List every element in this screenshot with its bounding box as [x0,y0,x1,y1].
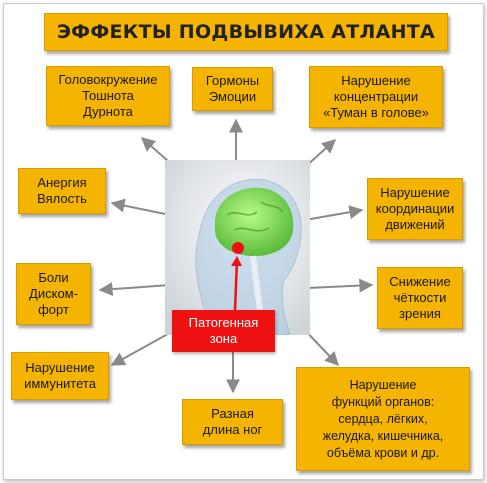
diagram-title: ЭФФЕКТЫ ПОДВЫВИХА АТЛАНТА [44,13,448,51]
node-immunity: Нарушение иммунитета [11,352,109,400]
arrow-to-pain [98,282,171,297]
node-hormones: Гормоны Эмоции [192,67,273,111]
node-coordination-label: Нарушение координации движений [375,185,455,232]
node-immunity-label: Нарушение иммунитета [24,360,96,391]
node-legs-label: Разная длина ног [202,406,263,437]
pathogenic-zone-label: Патогенная зона [188,315,259,346]
node-concentration-label: Нарушение концентрации «Туман в голове» [323,73,429,120]
node-dizziness: Головокружение Тошнота Дурнота [46,66,170,126]
node-legs: Разная длина ног [182,399,283,445]
node-vision: Снижение чёткости зрения [377,267,463,329]
arrow-to-anergy [110,198,171,216]
node-dizziness-label: Головокружение Тошнота Дурнота [58,72,158,119]
node-pain-label: Боли Диском- форт [29,270,78,317]
node-anergy: Анергия Вялость [18,168,106,214]
node-hormones-label: Гормоны Эмоции [205,73,260,104]
arrow-to-vision [306,278,374,293]
node-anergy-label: Анергия Вялость [37,175,87,206]
node-coordination: Нарушение координации движений [367,178,463,240]
pathogenic-point [232,242,244,254]
node-pain: Боли Диском- форт [16,263,91,325]
pathogenic-zone: Патогенная зона [172,310,275,352]
node-organs: Нарушение функций органов: сердца, лёгки… [296,367,470,471]
node-organs-label: Нарушение функций органов: сердца, лёгки… [322,377,444,460]
arrow-to-immunity [110,329,176,366]
node-concentration: Нарушение концентрации «Туман в голове» [309,66,443,128]
arrow-to-coordination [304,205,364,221]
node-vision-label: Снижение чёткости зрения [389,274,451,321]
head-illustration [165,160,310,335]
brain-shape [215,187,294,257]
